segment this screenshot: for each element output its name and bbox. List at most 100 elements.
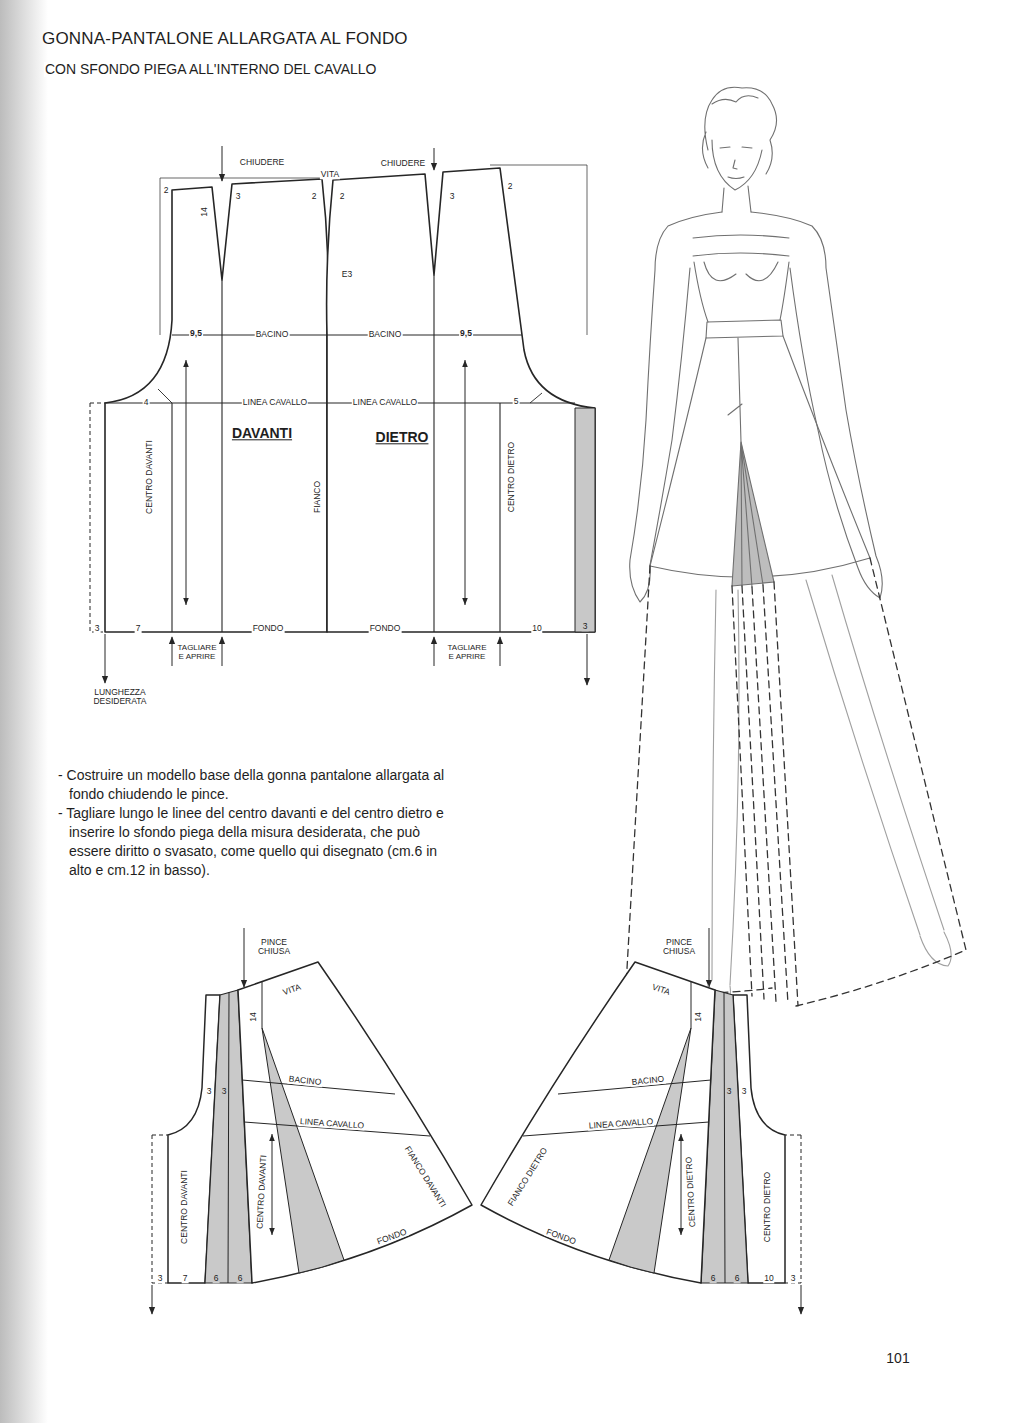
arrow-head [678, 1134, 684, 1141]
extension-dashed [90, 403, 105, 632]
pattern-outline [105, 179, 328, 632]
pattern-outline [481, 962, 715, 1283]
measurement-number: 3 [235, 192, 242, 201]
arrow-head [678, 1228, 684, 1235]
measurement-number: 3 [206, 1087, 213, 1096]
pattern-piece: VITA14BACINOLINEA CAVALLOCENTRO DAVANTIC… [140, 926, 485, 1298]
measurement-number: 3 [449, 192, 456, 201]
close-dart-arrow [434, 148, 435, 170]
piece-drawing [327, 165, 595, 632]
measurement-number: 14 [200, 206, 209, 217]
pleat-fold-line [228, 992, 229, 1283]
pattern-label: DAVANTI [231, 426, 293, 441]
figure-face [712, 140, 762, 190]
piece-drawing [152, 962, 472, 1283]
measurement-number: 3 [221, 1087, 228, 1096]
pattern-label: FONDO [369, 624, 402, 633]
measurement-number: 6 [237, 1274, 244, 1283]
pattern-piece: DAVANTICENTRO DAVANTIBACINO9,5LINEA CAVA… [86, 164, 334, 644]
measurement-number: 6 [710, 1274, 717, 1283]
measurement-number: 3 [157, 1274, 164, 1283]
figure-hair [702, 87, 776, 174]
cut-arrow [434, 637, 435, 666]
instruction-label: PINCE CHIUSA [253, 938, 295, 957]
measurement-number: 4 [143, 398, 150, 407]
closed-dart [262, 982, 263, 1028]
fashion-figure [626, 87, 966, 1010]
pointer-arrows [105, 146, 801, 1314]
measurement-number: 3 [790, 1274, 797, 1283]
figure-bust [704, 262, 778, 281]
grain-line [186, 360, 187, 605]
measurement-number: 3 [94, 624, 101, 633]
figure-bandeau [693, 235, 789, 256]
measurement-number: 14 [694, 1011, 703, 1022]
pattern-label: LINEA CAVALLO [352, 398, 418, 407]
page-number: 101 [885, 1351, 910, 1366]
dart-opening [609, 1028, 691, 1273]
dart-opening [262, 1028, 344, 1273]
cut-arrow [222, 637, 223, 666]
measurement-number: 2 [339, 192, 346, 201]
centre-front-line [171, 403, 172, 632]
pattern-label: BACINO [368, 330, 403, 339]
pattern-piece: VITA14BACINOLINEA CAVALLOFIANCO DIETROFO… [468, 926, 813, 1298]
pleat-folds [728, 338, 763, 587]
measurement-number: 6 [734, 1274, 741, 1283]
arrow-head [462, 598, 468, 605]
measurement-number: 9,5 [189, 329, 203, 338]
measurement-number: 2 [507, 182, 514, 191]
pattern-label: E3 [341, 270, 353, 279]
page-title: GONNA-PANTALONE ALLARGATA AL FONDO [42, 30, 408, 49]
arrow-head [269, 1134, 275, 1141]
instruction-label: PINCE CHIUSA [658, 938, 700, 957]
extension-dashed [785, 1135, 801, 1283]
pattern-label: FONDO [252, 624, 285, 633]
measurement-number: 5 [513, 397, 520, 406]
instruction-label: TAGLIARE E APRIRE [445, 644, 489, 662]
grain-line [272, 1134, 273, 1235]
measurement-number: 10 [531, 624, 542, 633]
pleat-shading [732, 442, 774, 586]
pattern-label: LINEA CAVALLO [242, 398, 308, 407]
pattern-label: BACINO [255, 330, 290, 339]
piece-drawing [90, 178, 328, 632]
instruction-note: - Costruire un modello base della gonna … [58, 766, 450, 804]
instruction-label: LUNGHEZZA DESIDERATA [89, 688, 151, 707]
figure-neck [722, 186, 751, 212]
instruction-note: - Tagliare lungo le linee del centro dav… [58, 804, 450, 880]
pleat-fold-line [724, 992, 725, 1283]
length-arrow [105, 634, 106, 683]
measurement-number: 14 [249, 1011, 258, 1022]
pattern-piece: DIETROCENTRO DIETROBACINO9,5LINEA CAVALL… [323, 158, 603, 644]
pattern-label: CENTRO DIETRO [507, 441, 516, 513]
pattern-outline [327, 168, 595, 632]
cut-line [433, 275, 434, 632]
hip-line [327, 335, 522, 336]
figure-arm [630, 212, 722, 602]
grain-line [465, 360, 466, 605]
measurement-number: 2 [311, 192, 318, 201]
arrow-head [183, 598, 189, 605]
measurement-number: 10 [763, 1274, 774, 1283]
length-arrow [801, 1285, 802, 1314]
pattern-label: DIETRO [375, 430, 430, 445]
skirt-waistband [706, 320, 783, 338]
crotch-measure [158, 389, 172, 403]
length-arrow [587, 634, 588, 685]
instruction-label: CHIUDERE [239, 158, 285, 167]
measurement-number: 2 [163, 186, 170, 195]
extension-dashed [152, 1135, 168, 1283]
centre-back-line [499, 403, 500, 632]
cut-line [221, 280, 222, 632]
mirrored-piece [481, 962, 801, 1283]
pattern-outline [140, 926, 485, 1298]
measurement-number: 7 [182, 1274, 189, 1283]
pattern-label: VITA [320, 170, 340, 179]
added-strip [575, 408, 595, 632]
book-gutter-shadow [0, 0, 48, 1423]
subtitle: CON SFONDO PIEGA ALL'INTERNO DEL CAVALLO [44, 62, 378, 77]
instruction-label: TAGLIARE E APRIRE [175, 644, 219, 662]
cut-arrow [172, 637, 173, 666]
